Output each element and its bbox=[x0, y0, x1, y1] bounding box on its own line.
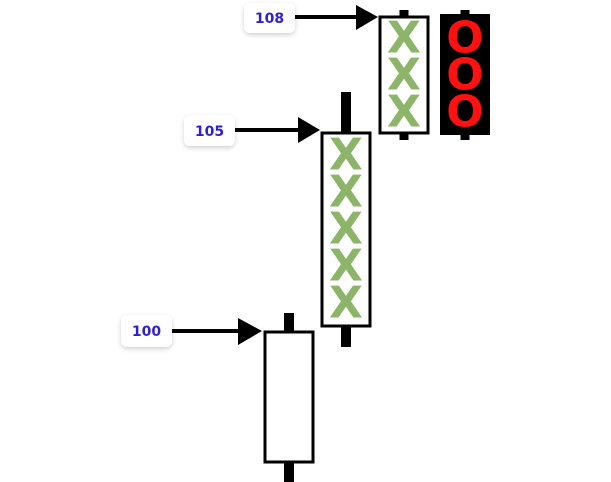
column-3-marks: XXX bbox=[387, 13, 421, 138]
column-4: OOO bbox=[440, 10, 490, 140]
column-2-mark-x: X bbox=[329, 278, 363, 329]
column-4-mark-o: O bbox=[446, 87, 483, 138]
column-1 bbox=[263, 313, 315, 482]
column-3-mark-x: X bbox=[387, 50, 421, 101]
column-3-mark-x: X bbox=[387, 13, 421, 64]
price-arrow-100-head bbox=[238, 318, 262, 345]
price-label-100: 100 bbox=[121, 315, 262, 347]
column-3: XXX bbox=[378, 10, 430, 140]
column-1-box bbox=[263, 330, 315, 464]
price-label-100-badge bbox=[121, 315, 172, 347]
column-4-box bbox=[440, 14, 490, 135]
column-2-mark-x: X bbox=[329, 241, 363, 292]
column-2-mark-x: X bbox=[329, 167, 363, 218]
price-label-100-text: 100 bbox=[132, 324, 161, 340]
price-label-108-text: 108 bbox=[255, 11, 284, 27]
price-arrow-105-head bbox=[298, 117, 320, 143]
column-4-mark-o: O bbox=[446, 50, 483, 101]
column-4-marks: OOO bbox=[446, 13, 483, 138]
price-label-105-badge bbox=[184, 115, 235, 146]
price-label-105-text: 105 bbox=[195, 124, 224, 140]
column-2-mark-x: X bbox=[329, 204, 363, 255]
column-2-mark-x: X bbox=[329, 130, 363, 181]
price-arrow-108-head bbox=[356, 5, 378, 30]
column-3-box bbox=[378, 15, 430, 135]
price-label-105: 105 bbox=[184, 115, 320, 146]
column-3-mark-x: X bbox=[387, 87, 421, 138]
column-2-box bbox=[320, 131, 372, 328]
price-label-108: 108 bbox=[244, 3, 378, 33]
column-4-mark-o: O bbox=[446, 13, 483, 64]
price-label-108-badge bbox=[244, 3, 295, 33]
